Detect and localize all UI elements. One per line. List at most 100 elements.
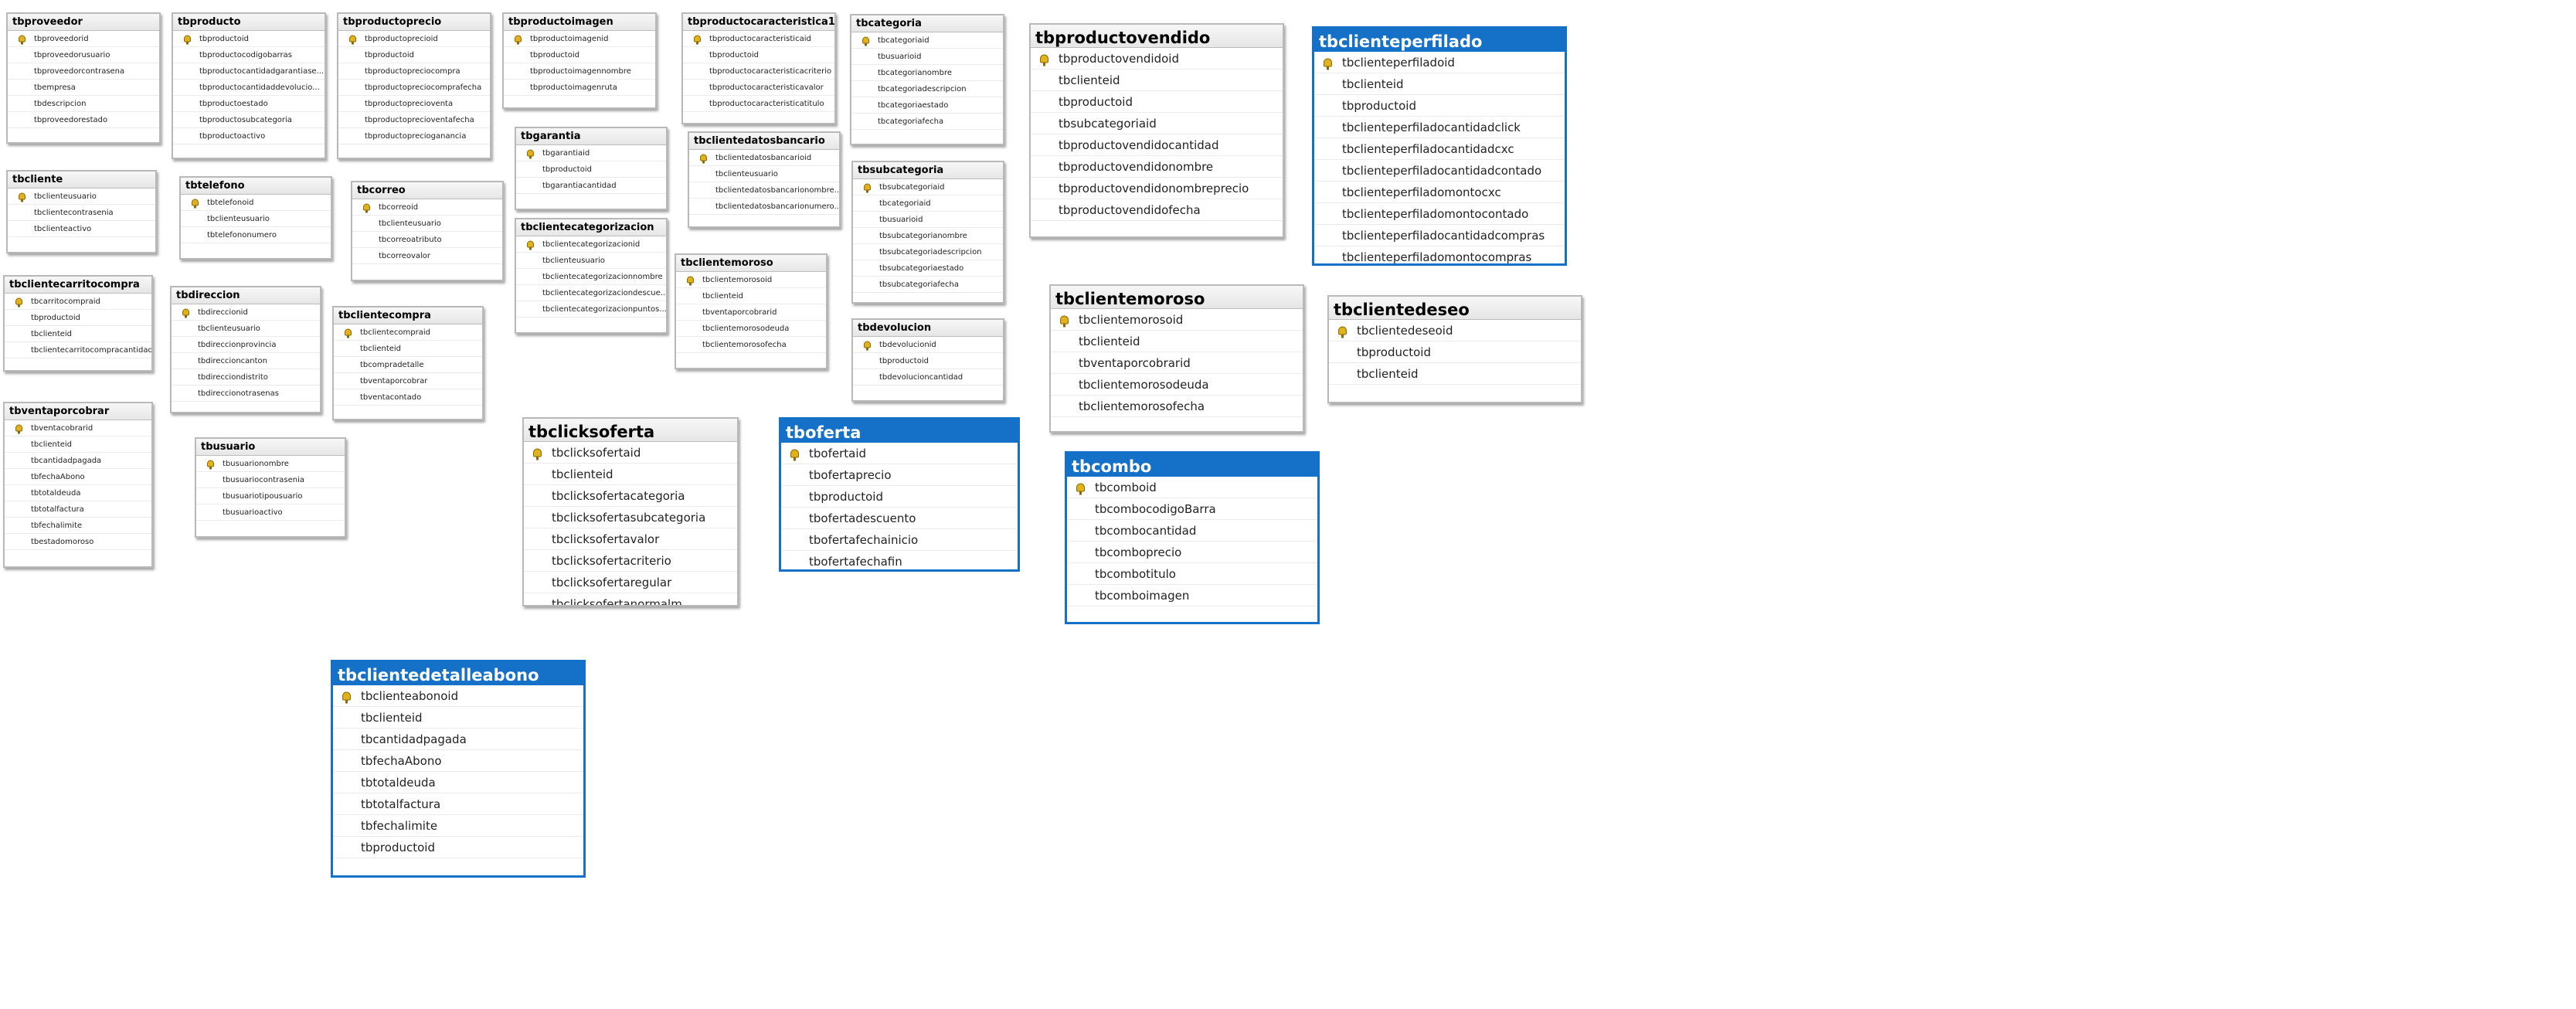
column-row[interactable]: tbproductoid <box>516 161 666 178</box>
column-row[interactable]: tbestadomoroso <box>5 534 151 550</box>
column-row[interactable]: tbproductocaracteristicatitulo <box>683 96 834 112</box>
column-row[interactable]: tbclienteid <box>1314 73 1565 95</box>
column-row[interactable]: tbusuarioactivo <box>196 504 345 521</box>
column-row[interactable]: tbproveedorcontrasena <box>8 63 159 80</box>
column-row[interactable]: tbclienteperfiladoid <box>1314 52 1565 73</box>
column-row[interactable]: tbproductoimagenruta <box>504 80 655 96</box>
column-row[interactable]: tbclientemorosoid <box>676 272 826 288</box>
column-row[interactable]: tbclicksofertavalor <box>524 528 737 550</box>
column-row[interactable]: tbclientemorosodeuda <box>1051 374 1303 396</box>
column-row[interactable]: tbtotaldeuda <box>333 772 583 793</box>
table-title[interactable]: tbgarantia <box>516 128 666 145</box>
table-title[interactable]: tbclientedeseo <box>1329 297 1581 320</box>
table-title[interactable]: tbclienteperfilado <box>1314 29 1565 52</box>
table-title[interactable]: tbproveedor <box>8 14 159 31</box>
column-row[interactable]: tbclientecarritocompracantidad <box>5 342 151 358</box>
column-row[interactable]: tbproductoprecioganancia <box>338 128 490 144</box>
column-row[interactable]: tbventaporcobrarid <box>1051 352 1303 374</box>
column-row[interactable]: tbclienteusuario <box>8 189 155 205</box>
column-row[interactable]: tbventacobrarid <box>5 420 151 437</box>
column-row[interactable]: tbproductopreciocomprafecha <box>338 80 490 96</box>
column-row[interactable]: tbclientemorosoid <box>1051 309 1303 331</box>
column-row[interactable]: tbclienteusuario <box>516 253 666 269</box>
column-row[interactable]: tbofertafechafin <box>781 551 1018 569</box>
table-title[interactable]: tbproductocaracteristica1 <box>683 14 834 31</box>
column-row[interactable]: tbclicksofertanormalm <box>524 593 737 605</box>
column-row[interactable]: tbclienteid <box>676 288 826 304</box>
column-row[interactable]: tbclientemorosofecha <box>1051 396 1303 417</box>
column-row[interactable]: tbclienteid <box>5 437 151 453</box>
table-title[interactable]: tbdevolucion <box>853 320 1003 337</box>
table-title[interactable]: tbclientemoroso <box>676 255 826 272</box>
column-row[interactable]: tbdireccionid <box>172 304 320 321</box>
column-row[interactable]: tbofertaid <box>781 443 1018 464</box>
column-row[interactable]: tbclienteid <box>333 707 583 729</box>
column-row[interactable]: tbclientemorosodeuda <box>676 321 826 337</box>
column-row[interactable]: tbdirecciondistrito <box>172 369 320 386</box>
column-row[interactable]: tbproductovendidofecha <box>1031 199 1283 221</box>
column-row[interactable]: tbproductopreciocompra <box>338 63 490 80</box>
column-row[interactable]: tbfechaAbono <box>5 469 151 485</box>
column-row[interactable]: tbclienteid <box>1031 70 1283 91</box>
column-row[interactable]: tbclicksofertasubcategoria <box>524 507 737 528</box>
column-row[interactable]: tbusuarioid <box>851 49 1003 65</box>
column-row[interactable]: tbdireccionprovincia <box>172 337 320 353</box>
table-title[interactable]: tbproductoimagen <box>504 14 655 31</box>
column-row[interactable]: tbclicksofertaid <box>524 442 737 464</box>
column-row[interactable]: tbproductocantidadgarantiase... <box>173 63 325 80</box>
column-row[interactable]: tbclicksofertacriterio <box>524 550 737 572</box>
column-row[interactable]: tbclientecategorizacionnombre <box>516 269 666 285</box>
column-row[interactable]: tbclienteperfiladomontocontado <box>1314 203 1565 225</box>
column-row[interactable]: tbcantidadpagada <box>5 453 151 469</box>
column-row[interactable]: tbproductoid <box>504 47 655 63</box>
column-row[interactable]: tbclienteperfiladocantidadcompras <box>1314 225 1565 246</box>
column-row[interactable]: tbproductovendidonombre <box>1031 156 1283 178</box>
column-row[interactable]: tbgarantiaid <box>516 145 666 161</box>
column-row[interactable]: tbclienteperfiladomontocxc <box>1314 182 1565 203</box>
column-row[interactable]: tbtotaldeuda <box>5 485 151 501</box>
column-row[interactable]: tbproductoid <box>1329 341 1581 363</box>
column-row[interactable]: tbproductoid <box>333 837 583 858</box>
column-row[interactable]: tbclicksofertacategoria <box>524 485 737 507</box>
table-title[interactable]: tbclientecarritocompra <box>5 277 151 294</box>
table-title[interactable]: tbclientedatosbancario <box>689 133 839 150</box>
column-row[interactable]: tbdescripcion <box>8 96 159 112</box>
column-row[interactable]: tbcorreoid <box>352 199 502 216</box>
column-row[interactable]: tbfechalimite <box>333 815 583 837</box>
table-title[interactable]: tbdireccion <box>172 287 320 304</box>
column-row[interactable]: tbclienteusuario <box>352 216 502 232</box>
column-row[interactable]: tbclientedatosbancarioid <box>689 150 839 166</box>
column-row[interactable]: tbclientecategorizacionid <box>516 236 666 253</box>
table-tbproductocaracteristica1[interactable]: tbproductocaracteristica1 tbproductocarac… <box>681 12 836 124</box>
column-row[interactable]: tbclienteperfiladocantidadclick <box>1314 117 1565 138</box>
column-row[interactable]: tbcomboimagen <box>1067 585 1317 606</box>
column-row[interactable]: tbsubcategoriaid <box>1031 113 1283 134</box>
column-row[interactable]: tbproveedorusuario <box>8 47 159 63</box>
column-row[interactable]: tbproductoprecioventafecha <box>338 112 490 128</box>
column-row[interactable]: tbclienteid <box>1329 363 1581 385</box>
column-row[interactable]: tbproductocodigobarras <box>173 47 325 63</box>
column-row[interactable]: tbventaporcobrar <box>334 373 482 389</box>
column-row[interactable]: tbproveedorestado <box>8 112 159 128</box>
column-row[interactable]: tbtelefononumero <box>181 227 331 243</box>
column-row[interactable]: tbclienteperfiladocantidadcontado <box>1314 160 1565 182</box>
column-row[interactable]: tbclientemorosofecha <box>676 337 826 353</box>
column-row[interactable]: tbtelefonoid <box>181 195 331 211</box>
